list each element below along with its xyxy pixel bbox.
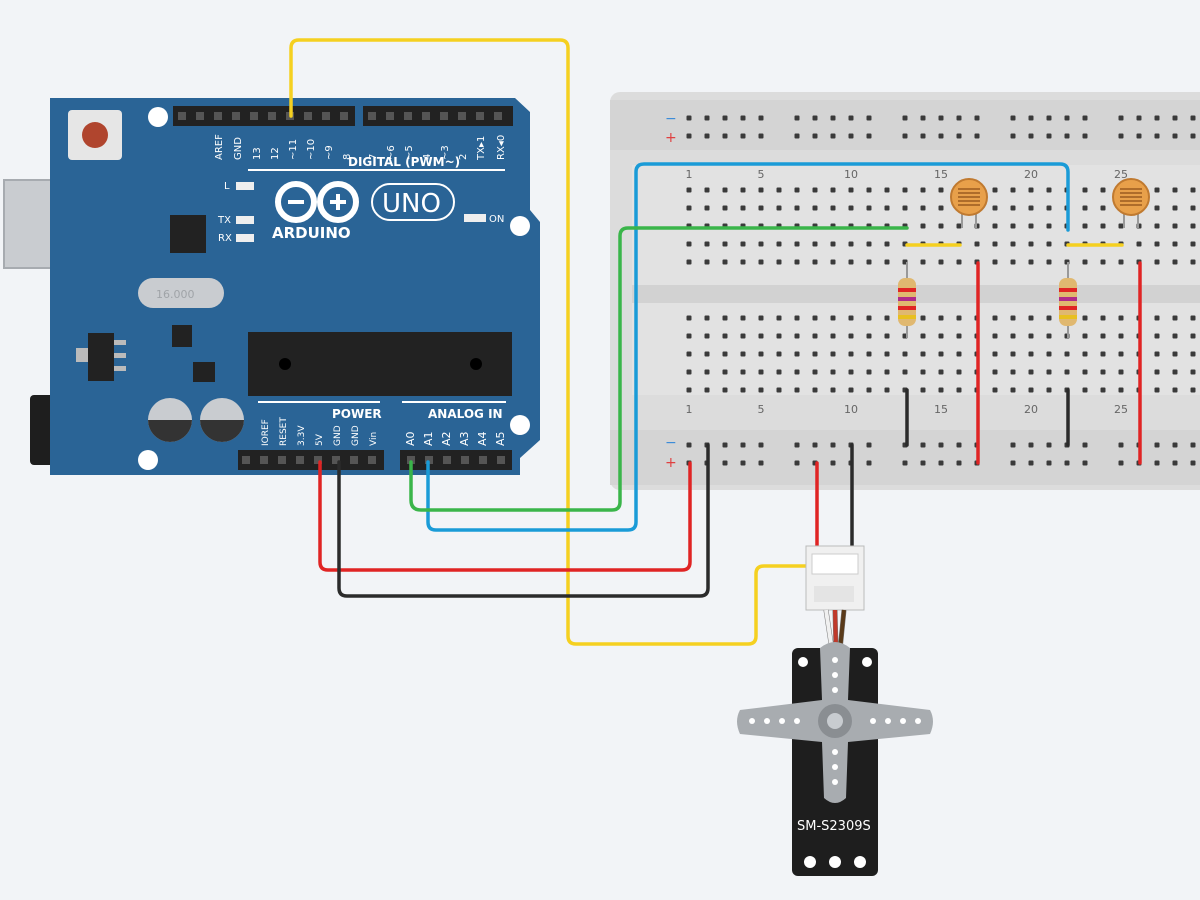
- resistor[interactable]: [1059, 262, 1077, 338]
- analog-pin-label: A5: [494, 431, 507, 446]
- digital-pin-label: GND: [233, 137, 244, 160]
- power-pin-label: GND: [351, 425, 361, 446]
- top-minus-label: −: [665, 111, 677, 127]
- digital-header-label: DIGITAL (PWM~): [348, 155, 460, 169]
- led-l: [236, 182, 254, 190]
- green-wire[interactable]: [409, 226, 909, 512]
- blue-wire[interactable]: [426, 162, 1070, 532]
- analog-pin-label: A3: [458, 431, 471, 446]
- power-pin-label: 5V: [315, 433, 325, 446]
- servo-model-label: SM-S2309S: [797, 819, 871, 834]
- analog-pin-label: A0: [404, 431, 417, 446]
- breadboard-holes: [686, 115, 1196, 466]
- digital-pin-label: 2: [458, 154, 469, 160]
- digital-pin-label: ~6: [386, 145, 397, 160]
- digital-pin-label: 4: [422, 154, 433, 160]
- led-on: [464, 214, 486, 222]
- red-wire-5v[interactable]: [318, 460, 692, 572]
- digital-pin-label: RX◂0: [496, 135, 507, 160]
- power-pin-label: GND: [333, 425, 343, 446]
- column-number: 25: [1114, 168, 1128, 181]
- led-rx: [236, 234, 254, 242]
- analog-pin-label: A1: [422, 431, 435, 446]
- microcontroller-chip: [248, 332, 512, 396]
- column-number: 15: [934, 403, 948, 416]
- led-l-label: L: [224, 181, 230, 192]
- led-tx-label: TX: [217, 215, 231, 226]
- digital-header-right: [363, 106, 513, 126]
- digital-header-left: [173, 106, 355, 126]
- digital-pin-label: ~10: [306, 139, 317, 160]
- digital-pin-label: AREF: [214, 134, 225, 160]
- led-rx-label: RX: [218, 233, 232, 244]
- led-tx: [236, 216, 254, 224]
- column-number: 15: [934, 168, 948, 181]
- digital-pin-label: ~9: [324, 145, 335, 160]
- reset-button[interactable]: [68, 110, 122, 160]
- power-pin-label: IOREF: [261, 419, 271, 446]
- photoresistor[interactable]: [950, 178, 988, 228]
- capacitor: [148, 398, 244, 442]
- column-number: 1: [686, 403, 693, 416]
- column-number: 1: [686, 168, 693, 181]
- digital-pin-label: ~11: [288, 139, 299, 160]
- crystal: 16.000: [138, 278, 224, 308]
- brand-label: ARDUINO: [272, 224, 351, 242]
- led-on-label: ON: [489, 214, 504, 225]
- power-pin-label: RESET: [279, 417, 289, 446]
- power-pin-label: 3.3V: [297, 425, 307, 446]
- digital-pin-label: TX▸1: [476, 136, 487, 161]
- digital-pin-label: ~3: [440, 145, 451, 160]
- column-number: 20: [1024, 168, 1038, 181]
- column-number: 20: [1024, 403, 1038, 416]
- arduino-uno[interactable]: AREF GND 13 12 ~11 ~10 ~9 8 7 ~6 ~5 4 ~3 2 TX▸1 RX◂0 DI…: [3, 98, 540, 475]
- digital-pin-label: 7: [368, 154, 379, 160]
- analog-header: [400, 450, 512, 470]
- analog-pin-label: A2: [440, 431, 453, 446]
- wires[interactable]: [289, 38, 1142, 646]
- column-number: 10: [844, 168, 858, 181]
- photoresistor[interactable]: [1112, 178, 1150, 228]
- column-number: 10: [844, 403, 858, 416]
- digital-pin-label: 13: [252, 147, 263, 160]
- power-pin-label: Vin: [369, 432, 379, 446]
- column-number: 5: [758, 403, 765, 416]
- rail-marks: − + − +: [665, 111, 677, 471]
- svg-text:16.000: 16.000: [156, 288, 195, 301]
- power-label: POWER: [332, 407, 382, 421]
- top-plus-label: +: [665, 130, 677, 146]
- power-header: [238, 450, 384, 470]
- servo-horn[interactable]: [737, 642, 933, 803]
- servo-connector: [805, 545, 865, 611]
- digital-pin-label: 8: [342, 154, 353, 160]
- resistor[interactable]: [898, 262, 916, 338]
- bottom-minus-label: −: [665, 435, 677, 451]
- servo-motor[interactable]: SM-S2309S: [737, 545, 933, 876]
- digital-pin-label: 12: [270, 147, 281, 160]
- model-label: UNO: [382, 189, 441, 219]
- arduino-logo: ARDUINO UNO: [272, 181, 455, 242]
- yellow-wire[interactable]: [289, 38, 836, 646]
- bottom-plus-label: +: [665, 455, 677, 471]
- black-wire-gnd[interactable]: [337, 443, 710, 598]
- column-number: 5: [758, 168, 765, 181]
- usb-chip: [170, 215, 206, 253]
- regulator: [88, 333, 114, 381]
- column-number: 25: [1114, 403, 1128, 416]
- digital-pin-label: ~5: [404, 145, 415, 160]
- analog-pin-label: A4: [476, 431, 489, 446]
- analog-label: ANALOG IN: [428, 407, 503, 421]
